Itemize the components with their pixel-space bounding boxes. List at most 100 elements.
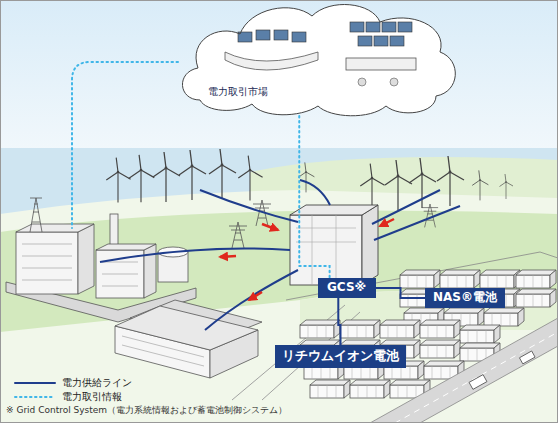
battery-containers [460, 325, 500, 343]
market-room [374, 36, 388, 46]
market-room [256, 30, 270, 40]
battery-containers [310, 380, 350, 398]
battery-containers [516, 289, 556, 307]
trading-info-line [72, 62, 178, 228]
market-room [350, 22, 364, 32]
gcs-box: GCS※ [318, 278, 376, 298]
wind-turbines [238, 156, 262, 201]
wind-turbines [106, 149, 513, 210]
transmission-towers [229, 222, 247, 248]
wind-turbines [153, 152, 180, 202]
node-label: 電力取引市場 [208, 86, 268, 98]
control-building [290, 215, 362, 285]
wind-turbines [209, 149, 236, 199]
highway [519, 351, 535, 364]
power-supply-lines [100, 180, 460, 330]
market-room [182, 5, 455, 116]
legend-line-sample [15, 396, 55, 398]
legend-supply: 電力供給ライン [14, 377, 132, 389]
wind-turbines [360, 164, 384, 209]
ground [0, 190, 558, 423]
battery-containers [484, 308, 524, 326]
battery-containers [480, 270, 520, 288]
node-label: NAS®電池 [433, 291, 497, 305]
trading-info-connector [299, 116, 329, 278]
control-building [290, 205, 378, 215]
flow-arrows [220, 219, 394, 300]
power-supply-lines [200, 190, 298, 222]
battery-containers [300, 270, 556, 398]
grass [0, 211, 558, 332]
wind-turbines [385, 160, 412, 210]
battery-containers [420, 320, 460, 338]
node-label: リチウムイオン電池 [282, 349, 399, 363]
wind-turbines [179, 150, 206, 200]
supply-connector [376, 288, 425, 298]
flow-arrows [262, 224, 278, 230]
power-plant [144, 244, 156, 298]
market-room [398, 22, 412, 32]
wind-turbines [500, 174, 514, 199]
market-room [390, 78, 398, 86]
site-fence [232, 252, 558, 400]
market-room [390, 36, 404, 46]
legend-label: 電力供給ライン [62, 377, 132, 389]
battery-containers [340, 320, 380, 338]
nas-battery-box: NAS®電池 [425, 288, 505, 308]
wind-turbines [409, 158, 436, 208]
battery-containers [350, 380, 390, 398]
market-room [346, 58, 416, 70]
market-room [382, 22, 396, 32]
legend-line-sample [15, 382, 55, 384]
legend-line-sample [14, 393, 56, 401]
wind-turbines [472, 170, 488, 200]
highway [370, 318, 558, 423]
cloud-outline [182, 5, 455, 116]
wind-turbines [298, 162, 314, 192]
power-plant [30, 198, 42, 232]
apartments [115, 306, 258, 350]
battery-containers [300, 320, 340, 338]
wind-turbines [106, 158, 130, 203]
power-plant [16, 232, 78, 294]
market-room [225, 52, 318, 70]
flow-arrows [249, 292, 262, 300]
power-supply-lines [300, 180, 330, 205]
flow-arrows [220, 256, 236, 257]
battery-containers [516, 270, 556, 288]
battery-containers [380, 320, 420, 338]
power-plant [78, 224, 94, 294]
apartments [122, 336, 204, 366]
flow-arrows [380, 219, 394, 226]
power-supply-lines [205, 270, 298, 330]
highway [395, 332, 558, 423]
battery-containers [420, 340, 460, 358]
cloud-outline [178, 0, 460, 116]
highway [469, 375, 487, 390]
apartments [115, 300, 262, 378]
market-room [358, 36, 372, 46]
legend-trading: 電力取引情報 [14, 391, 122, 403]
market-room [366, 22, 380, 32]
supply-connector [338, 298, 340, 345]
control-building [290, 205, 378, 285]
battery-containers [440, 270, 480, 288]
lithium-battery-box: リチウムイオン電池 [275, 345, 406, 368]
power-plant [22, 244, 72, 280]
legend-label: 電力取引情報 [62, 391, 122, 403]
market-room [292, 32, 306, 42]
wind-turbines [437, 156, 464, 206]
power-plant [16, 224, 94, 232]
market-room [182, 5, 455, 116]
highway [370, 318, 558, 423]
control-building [296, 215, 356, 285]
node-label: GCS※ [327, 281, 366, 295]
market-room [274, 30, 288, 40]
legend-line-sample [14, 379, 56, 387]
power-plant [102, 262, 138, 286]
power-plant [96, 244, 156, 250]
